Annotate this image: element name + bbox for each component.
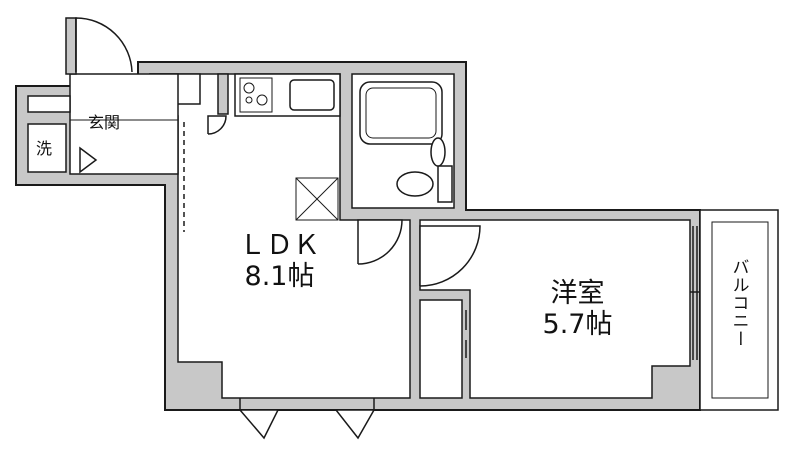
burner-icon — [243, 82, 255, 94]
washer-label: 洗 — [36, 139, 53, 158]
bathroom-door[interactable] — [357, 219, 403, 265]
washer-triangle — [79, 146, 98, 174]
western-size: 5.7帖 — [542, 309, 613, 341]
balcony-label: バルコニー — [728, 258, 749, 348]
western-room-door[interactable] — [419, 225, 481, 287]
front-door-swing[interactable] — [75, 17, 133, 73]
burner-icon — [256, 94, 268, 106]
shoe-cabinet — [27, 95, 71, 113]
western-name: 洋室 — [550, 278, 605, 309]
ldk-closet-door[interactable] — [207, 115, 227, 135]
balcony-inner — [711, 221, 769, 399]
bottom-door-right[interactable] — [334, 409, 376, 440]
closet — [419, 299, 463, 399]
washer-box — [27, 123, 67, 173]
entrance-label: 玄関 — [88, 113, 121, 132]
ldk-name: ＬＤＫ — [239, 230, 320, 261]
stove-icon — [239, 77, 273, 113]
bathtub — [359, 81, 443, 145]
pillar — [217, 73, 229, 115]
ceiling-hatch — [295, 177, 339, 221]
western-room-label: 洋室 5.7帖 — [530, 278, 625, 340]
kitchen-sink-icon — [289, 79, 335, 111]
western-room — [419, 219, 691, 399]
front-door-frame — [65, 17, 77, 75]
balcony — [699, 209, 779, 411]
bottom-door-left[interactable] — [238, 409, 280, 440]
ldk-room-label: ＬＤＫ 8.1帖 — [232, 230, 327, 292]
sink-icon — [430, 137, 446, 167]
toilet-tank — [437, 165, 453, 203]
hatch-diagonal — [295, 177, 339, 221]
bathtub-inner — [365, 87, 437, 139]
toilet-icon — [396, 171, 434, 197]
burner-icon — [245, 96, 253, 104]
entrance-area — [69, 73, 179, 175]
ldk-size: 8.1帖 — [244, 261, 315, 293]
